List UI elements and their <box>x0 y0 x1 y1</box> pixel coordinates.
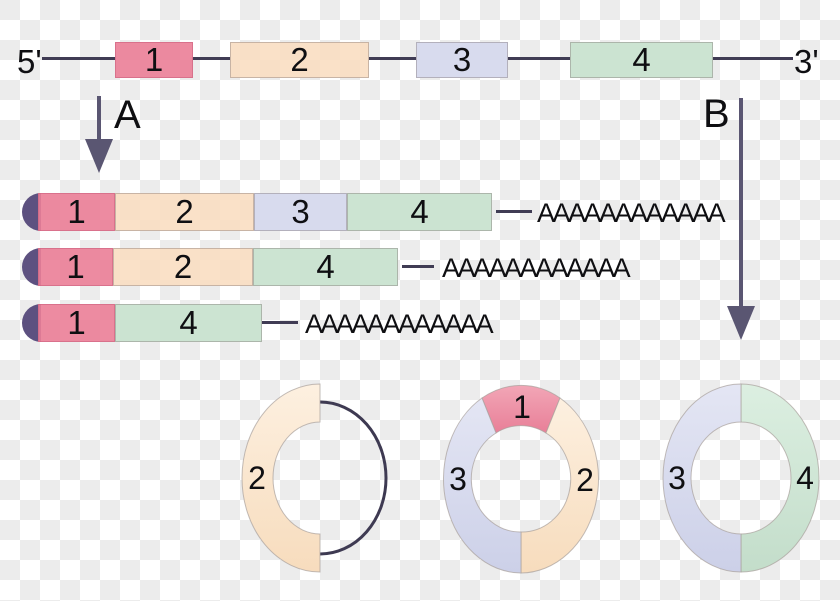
gene-backbone-segment <box>193 57 230 60</box>
circ2-exon3-arc <box>443 397 522 574</box>
circ3-exon4-label: 4 <box>796 460 814 496</box>
transcript1-exon-3: 3 <box>254 193 347 231</box>
exon-number: 3 <box>452 41 472 78</box>
circ1-exon2-label: 2 <box>248 460 266 496</box>
circ2-exon3-label: 3 <box>449 461 467 497</box>
circ-rna-exon2: 2 <box>241 383 388 573</box>
gene-exon-1: 1 <box>115 41 193 78</box>
transcript1-polya-tail: AAAAAAAAAAAA <box>537 198 726 228</box>
circ2-exon1-label: 1 <box>513 389 531 425</box>
circ2-exon2-arc <box>520 397 599 574</box>
circ2-exon2-label: 2 <box>576 462 594 498</box>
circ3-exon3-arc <box>662 383 742 573</box>
exon-number: 4 <box>410 193 429 230</box>
arrow-b-head-icon <box>727 306 755 340</box>
transcript2-polya-tail: AAAAAAAAAAAA <box>442 253 631 283</box>
exon-number: 2 <box>290 41 309 78</box>
pathway-a-label: A <box>114 93 141 137</box>
exon-number: 1 <box>144 41 164 78</box>
circ-rna-exons-3-4: 3 4 <box>662 383 820 573</box>
circ1-exon2-arc <box>241 383 321 573</box>
exon-number: 4 <box>632 41 651 78</box>
gene-backbone-segment <box>713 57 793 60</box>
gene-backbone-segment <box>508 57 570 60</box>
circ3-exon3-label: 3 <box>668 460 686 496</box>
gene-backbone-segment <box>369 57 416 60</box>
five-prime-cap-icon <box>22 304 41 342</box>
exon-number: 4 <box>179 304 198 341</box>
five-prime-cap-icon <box>22 248 41 286</box>
exon-number: 2 <box>173 248 193 285</box>
five-prime-label: 5' <box>17 43 42 80</box>
five-prime-cap-icon <box>22 193 41 231</box>
exon-number: 1 <box>66 248 85 285</box>
exon-number: 4 <box>316 248 335 285</box>
arrow-a-head-icon <box>85 139 113 173</box>
gene-exon-3: 3 <box>416 41 508 78</box>
gene-backbone-segment <box>42 57 115 60</box>
circ-rna-exons-1-2-3: 3 1 2 <box>443 384 599 574</box>
transcript1-exon-4: 4 <box>347 193 492 231</box>
transcript1-tail-line <box>496 210 532 213</box>
exon-number: 3 <box>291 193 310 230</box>
transcript3-polya-tail: AAAAAAAAAAAA <box>305 309 494 339</box>
transcript2-exon-1: 1 <box>38 248 113 286</box>
circ3-exon4-arc <box>740 383 820 573</box>
pathway-b-label: B <box>703 92 730 136</box>
transcript2-tail-line <box>402 265 434 268</box>
transcript1-exon-2: 2 <box>115 193 254 231</box>
gene-exon-2: 2 <box>230 41 369 78</box>
transcript2-exon-4: 4 <box>253 248 398 286</box>
transcript3-tail-line <box>262 321 298 324</box>
arrow-a-shaft <box>97 96 101 142</box>
transcript3-exon-1: 1 <box>38 304 115 342</box>
three-prime-label: 3' <box>794 43 819 80</box>
transcript1-exon-1: 1 <box>38 193 115 231</box>
arrow-b-shaft <box>739 98 743 310</box>
transcript2-exon-2: 2 <box>113 248 253 286</box>
exon-number: 1 <box>67 304 86 341</box>
transcript3-exon-4: 4 <box>115 304 262 342</box>
gene-exon-4: 4 <box>570 41 713 78</box>
exon-number: 2 <box>175 193 194 230</box>
exon-number: 1 <box>67 193 86 230</box>
